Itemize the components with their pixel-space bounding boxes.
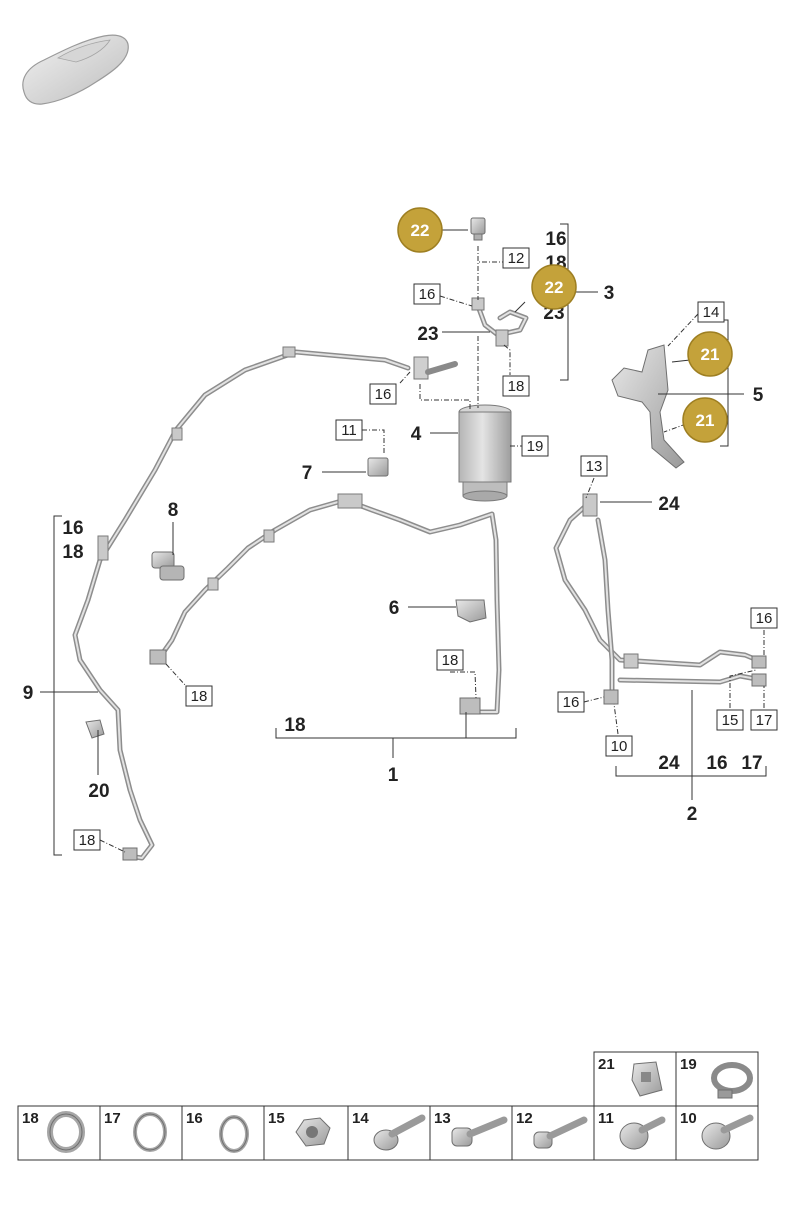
- parts-legend: 21 19 18 17 16 15 14 13 12 11 10: [17, 1051, 759, 1161]
- callout-18: 18: [62, 542, 83, 563]
- callout-24: 24: [658, 494, 680, 515]
- box-label-10: 10: [605, 735, 633, 757]
- svg-text:19: 19: [527, 438, 544, 455]
- legend-number: 13: [434, 1110, 451, 1127]
- svg-text:18: 18: [79, 832, 96, 849]
- box-label-11: 11: [335, 419, 363, 441]
- badge-21: 21: [682, 397, 728, 443]
- refrigerant-line-1: [149, 493, 502, 715]
- bracket-part-5: [611, 344, 685, 469]
- box-label-12: 12: [502, 247, 530, 269]
- callout-labels: 1 2 3 4 5 6 7 8 9 16 18 20 18 23 24 24 1…: [23, 229, 764, 825]
- badge-21: 21: [687, 331, 733, 377]
- box-label-13: 13: [580, 455, 608, 477]
- callout-1: 1: [388, 765, 399, 786]
- receiver-drier-part: [458, 404, 512, 502]
- refrigerant-line-9: [72, 346, 458, 861]
- svg-text:22: 22: [411, 221, 430, 240]
- box-label-17: 17: [750, 709, 778, 731]
- svg-text:16: 16: [756, 610, 773, 627]
- legend-number: 21: [598, 1056, 615, 1073]
- socket-bolt-icon: [533, 1116, 588, 1149]
- callout-4: 4: [411, 424, 422, 445]
- callout-20: 20: [88, 781, 109, 802]
- box-label-18: 18: [502, 375, 530, 397]
- highlight-badges: 22 22 21 21: [397, 207, 733, 443]
- legend-number: 12: [516, 1110, 533, 1127]
- torx-bolt-icon: [619, 1116, 666, 1150]
- torx-bolt-icon: [701, 1114, 754, 1150]
- callout-8: 8: [168, 500, 179, 521]
- svg-text:12: 12: [508, 250, 525, 267]
- legend-number: 18: [22, 1110, 39, 1127]
- seal-ring-icon: [219, 1115, 249, 1153]
- svg-text:16: 16: [563, 694, 580, 711]
- seal-ring-icon: [133, 1112, 167, 1152]
- svg-text:16: 16: [375, 386, 392, 403]
- badge-22: 22: [397, 207, 443, 253]
- box-label-16: 16: [750, 607, 778, 629]
- svg-text:16: 16: [419, 286, 436, 303]
- box-label-18: 18: [73, 829, 101, 851]
- legend-number: 10: [680, 1110, 697, 1127]
- callout-7: 7: [302, 463, 313, 484]
- svg-text:10: 10: [611, 738, 628, 755]
- car-silhouette-icon: [22, 34, 129, 105]
- svg-text:18: 18: [508, 378, 525, 395]
- svg-text:11: 11: [341, 422, 357, 439]
- legend-number: 11: [598, 1110, 614, 1127]
- svg-text:18: 18: [442, 652, 459, 669]
- flange-bolt-icon: [373, 1114, 426, 1151]
- svg-text:18: 18: [191, 688, 208, 705]
- callout-5: 5: [753, 385, 764, 406]
- box-label-18: 18: [185, 685, 213, 707]
- legend-number: 17: [104, 1110, 121, 1127]
- box-label-16: 16: [369, 383, 397, 405]
- callout-24: 24: [658, 753, 680, 774]
- svg-text:13: 13: [586, 458, 603, 475]
- box-label-16: 16: [557, 691, 585, 713]
- callout-3: 3: [604, 283, 615, 304]
- valve-part-8: [151, 551, 185, 581]
- box-label-15: 15: [716, 709, 744, 731]
- callout-18: 18: [284, 715, 305, 736]
- badge-22: 22: [531, 264, 577, 310]
- box-label-18: 18: [436, 649, 464, 671]
- box-label-19: 19: [521, 435, 549, 457]
- callout-16: 16: [706, 753, 727, 774]
- svg-text:17: 17: [756, 712, 773, 729]
- callout-6: 6: [389, 598, 400, 619]
- clip-part-20: [85, 719, 105, 739]
- callout-2: 2: [687, 804, 698, 825]
- legend-number: 15: [268, 1110, 285, 1127]
- legend-number: 19: [680, 1056, 697, 1073]
- bracket-part-6: [455, 599, 487, 623]
- leader-lines: [40, 223, 767, 856]
- callout-23: 23: [417, 324, 438, 345]
- clip-nut-icon: [631, 1061, 663, 1097]
- boxed-labels: 12 16 16 18 11 19 14 13 18 18 18 16 16 1…: [73, 247, 778, 851]
- box-label-14: 14: [697, 301, 725, 323]
- svg-text:15: 15: [722, 712, 739, 729]
- hose-clamp-icon: [711, 1062, 753, 1099]
- callout-16: 16: [62, 518, 83, 539]
- legend-number: 14: [352, 1110, 369, 1127]
- callout-16: 16: [545, 229, 566, 250]
- svg-text:22: 22: [545, 278, 564, 297]
- legend-number: 16: [186, 1110, 203, 1127]
- callout-17: 17: [741, 753, 762, 774]
- seal-ring-icon: [47, 1111, 85, 1153]
- refrigerant-line-2: [553, 493, 767, 705]
- socket-bolt-icon: [451, 1116, 508, 1147]
- box-label-16: 16: [413, 283, 441, 305]
- hex-nut-icon: [295, 1117, 331, 1147]
- svg-text:21: 21: [701, 345, 720, 364]
- callout-9: 9: [23, 683, 34, 704]
- svg-text:21: 21: [696, 411, 715, 430]
- connector-part-7: [367, 457, 389, 477]
- pressure-sensor-part: [470, 217, 486, 241]
- svg-text:14: 14: [703, 304, 720, 321]
- refrigerant-line-3: [471, 297, 529, 347]
